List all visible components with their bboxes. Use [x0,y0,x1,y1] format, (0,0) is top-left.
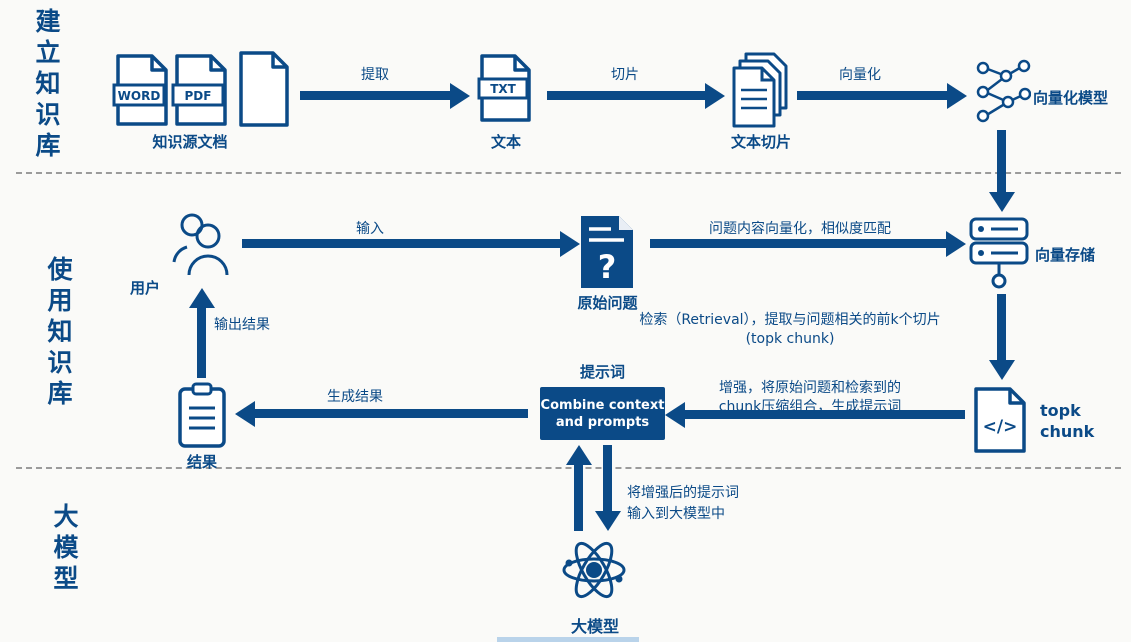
text-chunks-icon [732,52,788,128]
combine-box-line1: Combine context [540,397,665,413]
user-caption: 用户 [129,279,160,297]
input-arrow-label: 输入 [356,221,384,237]
feed-model-line1: 将增强后的提示词 [627,485,739,501]
prompt-title: 提示词 [579,363,625,381]
generate-result-label: 生成结果 [327,389,383,405]
augment-label: 增强，将原始问题和检索到的 chunk压缩组合，生成提示词 [660,379,960,417]
combine-box-line2: and prompts [555,414,650,430]
augment-label-line1: 增强，将原始问题和检索到的 [719,380,901,396]
vector-store-icon [969,217,1029,289]
slice-arrow-label: 切片 [611,67,639,83]
match-arrow [650,239,946,248]
augment-label-line2: chunk压缩组合，生成提示词 [718,399,902,415]
input-arrow [242,239,560,248]
source-docs-caption: 知识源文档 [152,133,228,151]
feed-model-label: 将增强后的提示词 输入到大模型中 [627,483,767,525]
vectorize-arrow [797,91,947,100]
pdf-badge: PDF [185,89,212,103]
question-caption: 原始问题 [577,294,638,312]
match-arrow-label: 问题内容向量化，相似度匹配 [709,221,891,237]
retrieval-label-line1: 检索（Retrieval），提取与问题相关的前k个切片 [639,312,941,328]
code-glyph: </> [983,417,1018,437]
question-mark-glyph: ? [598,248,617,286]
extract-arrow [300,91,450,100]
combine-context-box: Combine context and prompts [540,387,665,440]
retrieval-label-line2: (topk chunk) [745,331,835,347]
txt-document-icon: TXT [477,54,531,122]
word-badge: WORD [118,89,161,103]
vector-store-caption: 向量存储 [1035,246,1096,264]
pdf-document-icon: PDF [171,54,227,126]
text-caption: 文本 [490,133,521,151]
retrieval-arrow [997,294,1006,360]
generate-result-arrow [255,409,528,418]
section-label-use: 使用知识库 [44,256,73,411]
section-label-model: 大模型 [50,503,79,596]
llm-atom-icon [562,541,626,599]
extract-arrow-label: 提取 [361,67,389,83]
output-result-label: 输出结果 [214,317,270,333]
topk-caption-line1: topk [1040,401,1081,420]
section-label-build: 建立知识库 [32,8,61,163]
vectorize-arrow-label: 向量化 [839,67,881,83]
chunks-caption: 文本切片 [730,133,791,151]
slice-arrow [547,91,705,100]
user-icon [172,213,229,276]
section-divider-bottom [16,467,1121,469]
retrieval-label: 检索（Retrieval），提取与问题相关的前k个切片 (topk chunk) [615,311,965,349]
result-caption: 结果 [186,453,217,471]
txt-badge: TXT [490,82,516,96]
model-to-prompt-arrow [574,465,583,531]
topk-caption: topk chunk [1040,400,1094,442]
section-divider-top [16,172,1121,174]
bottom-strip [497,637,639,642]
llm-caption: 大模型 [570,617,619,636]
output-result-arrow [197,308,206,378]
blank-document-icon [239,51,289,127]
topk-caption-line2: chunk [1040,422,1095,441]
prompt-to-model-arrow [603,445,612,511]
vector-model-icon [976,59,1031,123]
word-document-icon: WORD [112,54,168,126]
augment-arrow [685,410,965,419]
feed-model-line2: 输入到大模型中 [627,506,725,522]
vector-model-caption: 向量化模型 [1033,89,1109,107]
question-document-icon: ? [581,216,633,288]
model-to-store-arrow [997,130,1006,192]
result-clipboard-icon [178,382,226,448]
topk-chunk-icon: </> [974,387,1026,453]
